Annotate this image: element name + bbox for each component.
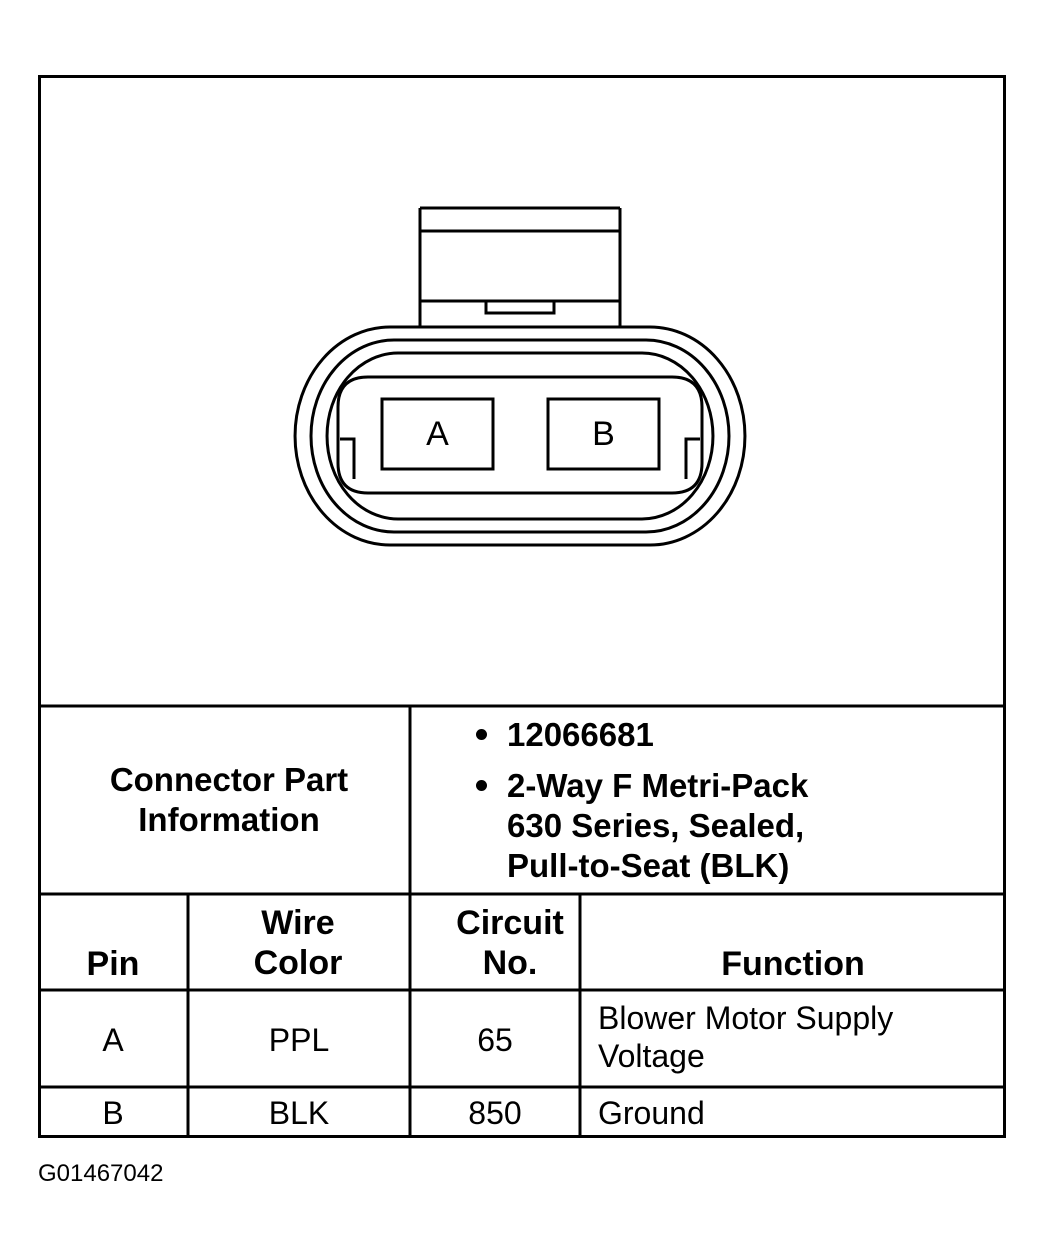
bullet-icon (476, 729, 487, 740)
connector-drawing (293, 206, 747, 547)
part-description-line-2: 630 Series, Sealed, (507, 807, 805, 844)
body-outline-middle (309, 338, 731, 534)
row-b-function: Ground (598, 1095, 705, 1131)
row-b-circuit: 850 (468, 1095, 522, 1131)
part-number: 12066681 (507, 716, 654, 753)
row-a-pin: A (102, 1022, 124, 1058)
cavity-ledge-right (684, 437, 700, 479)
pin-cavity-a (380, 397, 495, 471)
table-grid (38, 704, 1006, 1137)
header-wire-color: Wire Color (253, 904, 343, 982)
row-a-function: Blower Motor Supply Voltage (598, 1000, 894, 1074)
cavity-ledge-left (340, 437, 356, 479)
latch-tab (418, 206, 622, 328)
body-outline-inner (325, 351, 715, 521)
part-description-line-3: Pull-to-Seat (BLK) (507, 847, 790, 884)
header-function: Function (721, 945, 865, 983)
cavity-outline (336, 375, 704, 495)
connector-diagram-frame: A B Connector Part Information 12066681 … (38, 75, 1006, 1138)
body-outline-outer (293, 325, 747, 547)
pin-label-b: B (592, 414, 615, 453)
diagram-lines (38, 75, 1006, 1138)
row-b-pin: B (102, 1095, 124, 1131)
row-b-wire-color: BLK (268, 1095, 330, 1131)
pin-cavity-b (546, 397, 661, 471)
header-pin: Pin (86, 945, 140, 983)
part-description-line-1: 2-Way F Metri-Pack (507, 767, 809, 804)
row-a-wire-color: PPL (268, 1022, 330, 1058)
bullet-icon (476, 780, 487, 791)
header-circuit-no: Circuit No. (456, 904, 564, 982)
part-info-label: Connector Part Information (109, 761, 349, 838)
figure-id: G01467042 (38, 1160, 164, 1187)
pin-label-a: A (426, 414, 449, 453)
row-a-circuit: 65 (477, 1022, 513, 1058)
